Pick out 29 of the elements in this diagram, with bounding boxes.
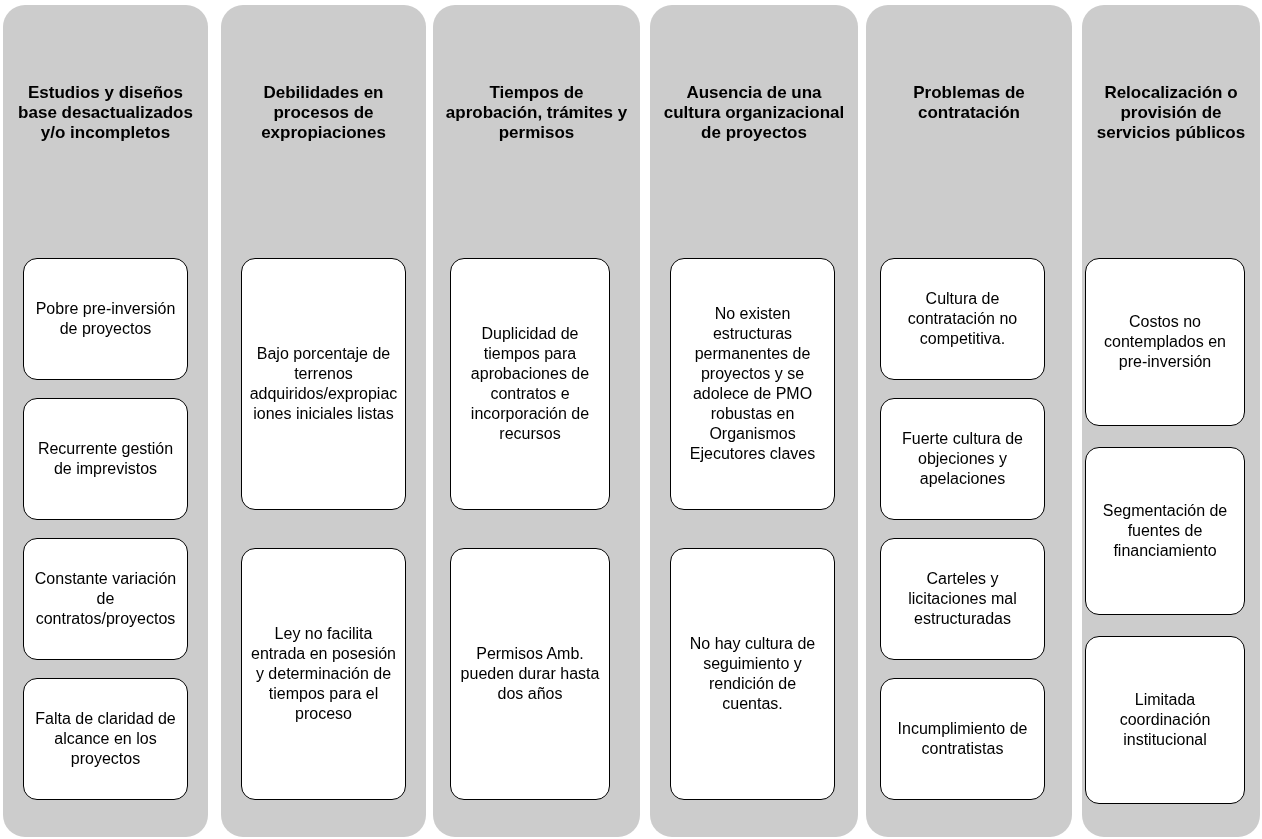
cause-box: Permisos Amb. pueden durar hasta dos años	[450, 548, 610, 800]
cause-box: Fuerte cultura de objeciones y apelaciones	[880, 398, 1045, 520]
column-panel	[3, 5, 208, 837]
cause-box: Duplicidad de tiempos para aprobaciones de contratos e incorporación de recursos	[450, 258, 610, 510]
column-panel	[221, 5, 426, 837]
cause-box: Pobre pre-inversión de proyectos	[23, 258, 188, 380]
column-panel	[433, 5, 640, 837]
cause-box: No existen estructuras permanentes de proyectos y se adolece de PMO robustas en Organismos Ejecutores claves	[670, 258, 835, 510]
column-heading: Ausencia de una cultura organizacional de proyectos	[662, 83, 846, 143]
column-panel	[650, 5, 858, 837]
cause-box: Limitada coordinación institucional	[1085, 636, 1245, 804]
column-heading: Relocalización o provisión de servicios públicos	[1095, 83, 1247, 143]
column-panel	[1082, 5, 1260, 837]
cause-box: Constante variación de contratos/proyectos	[23, 538, 188, 660]
cause-box: Ley no facilita entrada en posesión y determinación de tiempos para el proceso	[241, 548, 406, 800]
cause-box: Carteles y licitaciones mal estructuradas	[880, 538, 1045, 660]
cause-box: Recurrente gestión de imprevistos	[23, 398, 188, 520]
cause-box: Falta de claridad de alcance en los proyectos	[23, 678, 188, 800]
column-heading: Estudios y diseños base desactualizados y/o incompletos	[17, 83, 194, 143]
column-heading: Problemas de contratación	[912, 83, 1026, 123]
cause-box: Segmentación de fuentes de financiamiento	[1085, 447, 1245, 615]
cause-box: Cultura de contratación no competitiva.	[880, 258, 1045, 380]
column-heading: Tiempos de aprobación, trámites y permisos	[444, 83, 629, 143]
cause-box: Bajo porcentaje de terrenos adquiridos/expropiaciones iniciales listas	[241, 258, 406, 510]
column-heading: Debilidades en procesos de expropiaciones	[260, 83, 387, 143]
cause-box: Costos no contemplados en pre-inversión	[1085, 258, 1245, 426]
cause-box: No hay cultura de seguimiento y rendición de cuentas.	[670, 548, 835, 800]
cause-box: Incumplimiento de contratistas	[880, 678, 1045, 800]
column-panel	[866, 5, 1072, 837]
